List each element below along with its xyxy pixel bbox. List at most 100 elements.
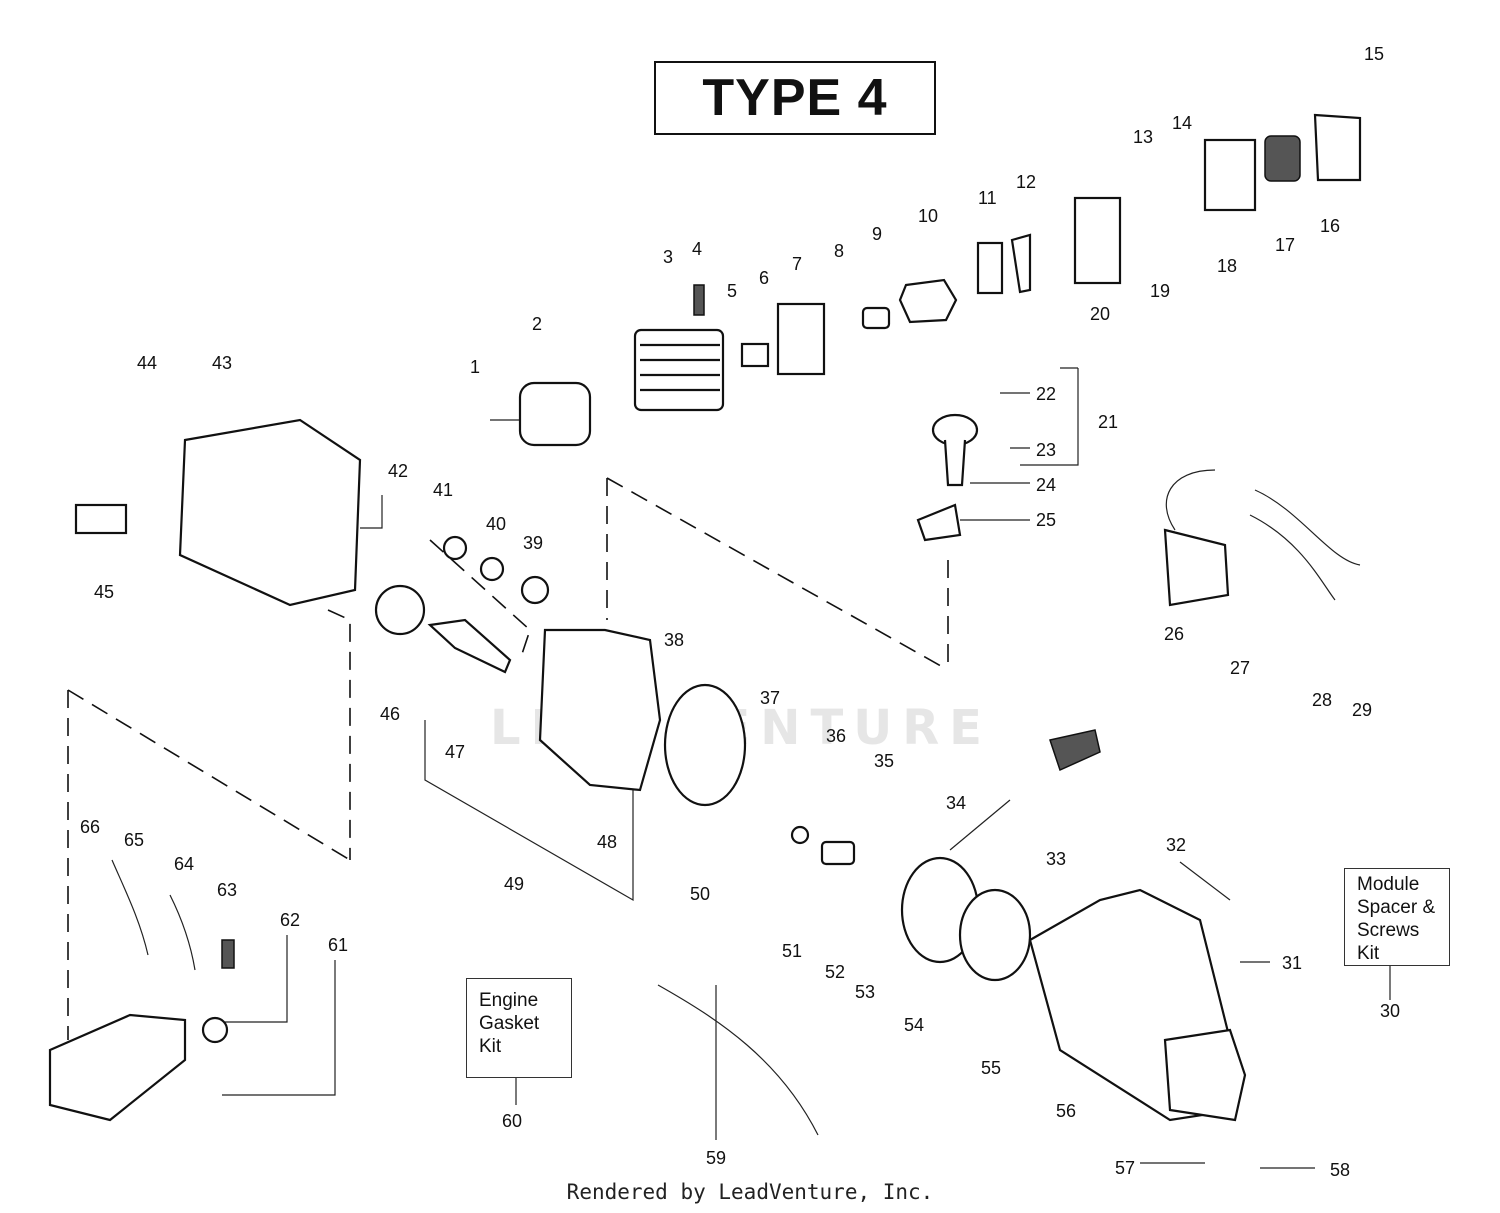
part-label-34: 34 [946,793,966,813]
assembly-guide-lines [67,477,949,1040]
part-label-37: 37 [760,688,780,708]
part-label-43: 43 [212,353,232,373]
part-label-38: 38 [664,630,684,650]
part-62-cap [201,1016,229,1044]
part-label-61: 61 [328,935,348,955]
part-55-spring [958,888,1032,982]
part-label-18: 18 [1217,256,1237,276]
part-9-gasket [861,306,891,330]
part-label-23: 23 [1036,440,1056,460]
part-label-55: 55 [981,1058,1001,1078]
part-42-shroud [178,418,362,607]
part-label-22: 22 [1036,384,1056,404]
part-label-29: 29 [1352,700,1372,720]
part-7-gasket [776,302,826,376]
part-label-2: 2 [532,314,542,334]
part-25-gasket [916,503,962,542]
part-label-9: 9 [872,224,882,244]
part-label-32: 32 [1166,835,1186,855]
part-10-carburetor [898,278,958,324]
part-36-screw [820,840,856,866]
part-label-52: 52 [825,962,845,982]
part-label-49: 49 [504,874,524,894]
part-48-crankcase [538,628,662,792]
part-label-31: 31 [1282,953,1302,973]
part-20-air-box [1073,196,1122,285]
leader-lines [215,367,1391,1169]
part-40-bearing [479,556,505,582]
part-17-filter [1264,135,1301,182]
part-label-58: 58 [1330,1160,1350,1180]
part-label-20: 20 [1090,304,1110,324]
part-39-bearing [520,575,550,605]
part-label-48: 48 [597,832,617,852]
part-label-27: 27 [1230,658,1250,678]
part-46-o-ring [374,584,426,636]
part-label-40: 40 [486,514,506,534]
part-label-62: 62 [280,910,300,930]
part-12-lever [1010,233,1032,294]
part-41-bearing [442,535,468,561]
part-label-12: 12 [1016,172,1036,192]
part-label-13: 13 [1133,127,1153,147]
part-label-42: 42 [388,461,408,481]
part-label-59: 59 [706,1148,726,1168]
part-51-washer [790,825,810,845]
part-33-starter-handle [1049,729,1101,772]
part-label-35: 35 [874,751,894,771]
part-label-56: 56 [1056,1101,1076,1121]
part-label-30: 30 [1380,1001,1400,1021]
diagram-title: TYPE 4 [654,61,936,135]
part-label-46: 46 [380,704,400,724]
part-label-60: 60 [502,1111,522,1131]
part-label-50: 50 [690,884,710,904]
part-label-33: 33 [1046,849,1066,869]
part-4-spark-plug [693,284,705,316]
part-47-crankshaft [427,618,512,674]
part-63-filter [221,939,235,969]
part-shapes [48,113,1362,1136]
part-label-57: 57 [1115,1158,1135,1178]
part-1-cylinder-cover [518,381,592,447]
part-label-16: 16 [1320,216,1340,236]
part-label-65: 65 [124,830,144,850]
part-label-6: 6 [759,268,769,288]
part-label-28: 28 [1312,690,1332,710]
part-50-crankcase-half [663,683,747,807]
part-label-24: 24 [1036,475,1056,495]
part-cylinder [633,328,725,412]
part-label-1: 1 [470,357,480,377]
part-26-ignition-module [1163,528,1230,607]
part-label-14: 14 [1172,113,1192,133]
part-label-5: 5 [727,281,737,301]
part-labels: 1 2 3 4 5 6 7 8 9 10 11 12 13 14 15 16 1… [80,44,1400,1180]
footer-credit: Rendered by LeadVenture, Inc. [566,1180,934,1204]
part-label-10: 10 [918,206,938,226]
part-label-44: 44 [137,353,157,373]
part-66-fuel-tank [48,1013,187,1122]
part-label-39: 39 [523,533,543,553]
part-16-air-filter-cover [1313,113,1362,182]
part-label-25: 25 [1036,510,1056,530]
engine-gasket-kit-box: Engine Gasket Kit [466,978,572,1078]
part-label-3: 3 [663,247,673,267]
part-label-8: 8 [834,241,844,261]
part-label-4: 4 [692,239,702,259]
part-label-51: 51 [782,941,802,961]
part-label-63: 63 [217,880,237,900]
part-label-19: 19 [1150,281,1170,301]
part-label-41: 41 [433,480,453,500]
part-label-64: 64 [174,854,194,874]
part-label-53: 53 [855,982,875,1002]
part-label-26: 26 [1164,624,1184,644]
part-label-54: 54 [904,1015,924,1035]
part-label-66: 66 [80,817,100,837]
part-label-15: 15 [1364,44,1384,64]
part-label-7: 7 [792,254,802,274]
part-label-17: 17 [1275,235,1295,255]
part-label-11: 11 [978,188,997,208]
module-spacer-kit-box: Module Spacer & Screws Kit [1344,868,1450,966]
part-18-filter-frame [1203,138,1257,212]
